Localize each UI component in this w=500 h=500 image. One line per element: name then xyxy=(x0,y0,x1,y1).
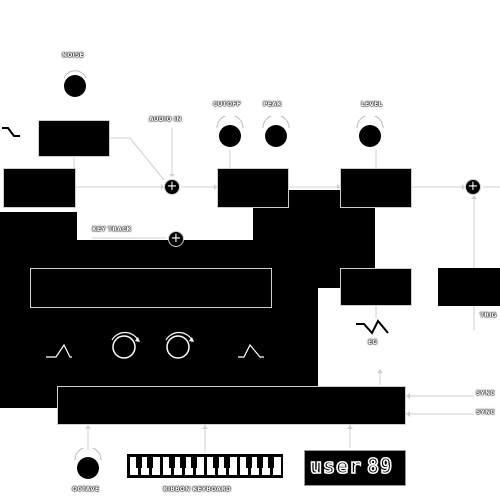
audio-in-label: AUDIO IN xyxy=(149,116,182,123)
peak-label: PEAK xyxy=(263,101,282,108)
arrow-eg-seq xyxy=(377,369,383,373)
octave-label: OCTAVE xyxy=(72,486,100,493)
arrow-vca-sum xyxy=(462,184,465,190)
display-number: 89 xyxy=(366,453,394,479)
level-knob[interactable] xyxy=(354,116,386,152)
waveform-icon xyxy=(2,127,20,137)
vca-module[interactable] xyxy=(340,168,412,208)
oscillator-module[interactable] xyxy=(3,168,76,208)
black-mass-left xyxy=(0,212,77,408)
slope-right-icon xyxy=(238,343,264,358)
arrow-sync-1 xyxy=(406,393,410,399)
noise-label: NOISE xyxy=(62,52,84,59)
eg-envelope-icon xyxy=(356,319,389,335)
sync-label-2: SYNC xyxy=(476,409,495,416)
eg-module[interactable] xyxy=(340,268,412,306)
ribbon-keyboard-icon[interactable] xyxy=(127,454,283,478)
key-track-label: KEY TRACK xyxy=(92,226,132,233)
sequencer-module[interactable] xyxy=(57,386,406,425)
filter-module[interactable] xyxy=(217,168,289,208)
arrow-filter-vca xyxy=(337,184,340,190)
arrow-display xyxy=(347,425,353,429)
level-label: LEVEL xyxy=(361,101,383,108)
vco-module[interactable] xyxy=(38,120,110,157)
wire-vco-to-mix xyxy=(110,137,165,181)
arrow-audio-in xyxy=(169,174,175,177)
arrow-mix-filter xyxy=(214,184,217,190)
cutoff-knob[interactable] xyxy=(214,116,246,152)
output-sum-node: + xyxy=(465,179,481,195)
cutoff-label: CUTOFF xyxy=(213,101,241,108)
rotary-2-icon[interactable] xyxy=(160,328,198,362)
octave-knob[interactable] xyxy=(72,448,104,484)
trig-module[interactable] xyxy=(438,268,500,306)
arrow-octave xyxy=(85,425,91,429)
arrow-osc-mix xyxy=(161,184,164,190)
patch-display: user 89 xyxy=(304,450,406,486)
arrow-ribbon xyxy=(202,425,208,429)
sync-label-1: SYNC xyxy=(476,390,495,397)
trig-label: TRIG xyxy=(480,312,497,319)
eg-label: EG xyxy=(368,339,378,346)
ribbon-keyboard-label: RIBBON KEYBOARD xyxy=(163,486,232,493)
slope-left-icon xyxy=(46,343,72,358)
modulation-module[interactable] xyxy=(30,268,272,308)
rotary-1-icon[interactable] xyxy=(106,328,144,362)
mixer-sum-node: + xyxy=(164,179,180,195)
display-word: user xyxy=(309,453,363,479)
arrow-sync-2 xyxy=(406,411,410,417)
arrow-sum-down xyxy=(471,195,477,199)
peak-knob[interactable] xyxy=(260,116,292,152)
keytrack-sum-node: + xyxy=(168,231,184,247)
noise-knob[interactable] xyxy=(60,66,90,100)
black-mass-strip xyxy=(296,288,318,386)
